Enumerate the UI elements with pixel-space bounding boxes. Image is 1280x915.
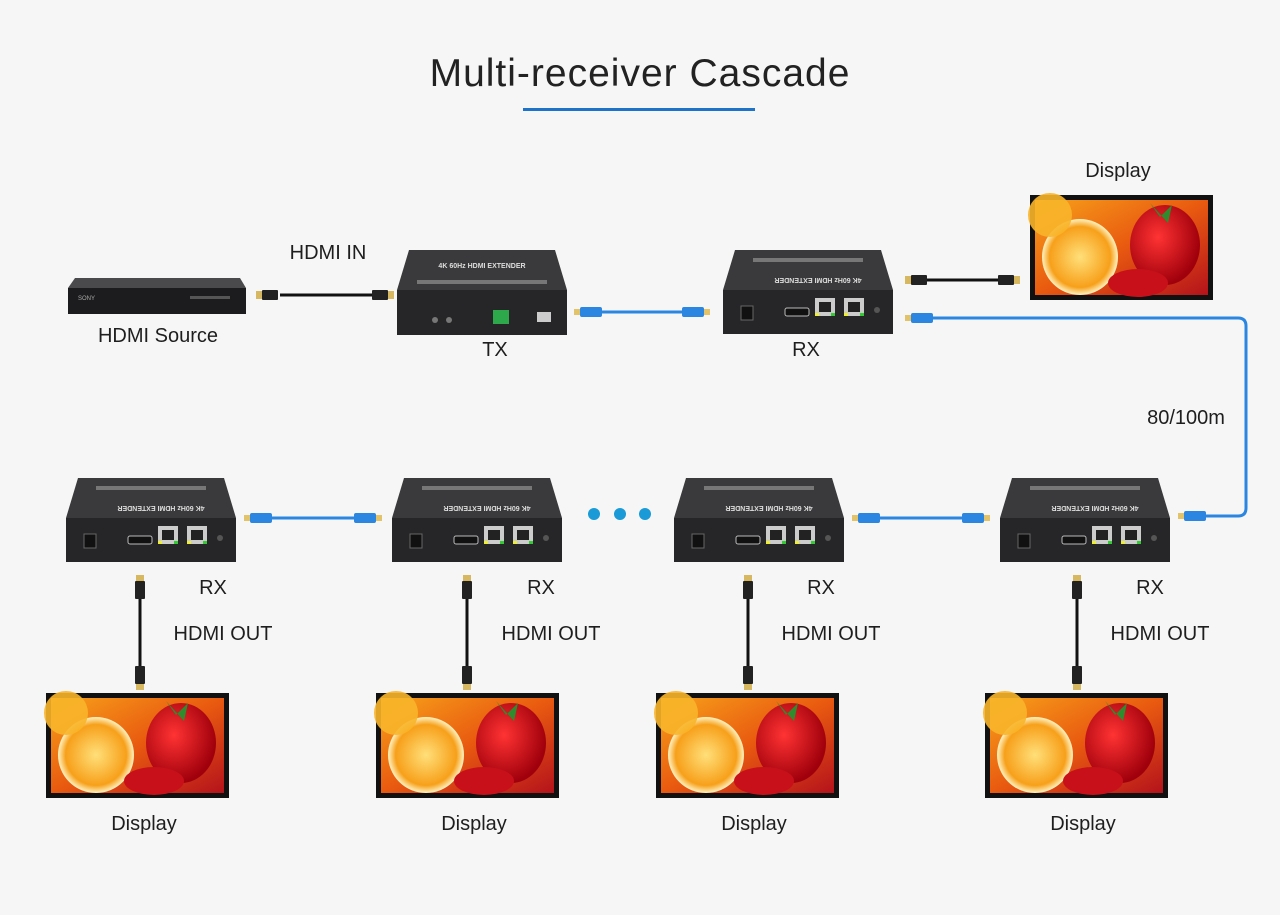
- rx-label: RX: [199, 577, 227, 599]
- hdmi-cable-icon: [743, 575, 753, 690]
- receiver-icon: [999, 477, 1171, 563]
- hdmi-out-label: HDMI OUT: [501, 623, 601, 645]
- hdmi-cable-icon: [905, 275, 1020, 285]
- receiver-icon: [673, 477, 845, 563]
- ethernet-cable-icon: [905, 313, 1248, 521]
- hdmi-cable-icon: [1072, 575, 1082, 690]
- display-label: Display: [111, 813, 177, 835]
- svg-text:SONY: SONY: [78, 296, 95, 302]
- transmitter-icon: 4K 60Hz HDMI EXTENDER: [397, 250, 567, 335]
- display-label: Display: [1050, 813, 1116, 835]
- rx-label: RX: [792, 339, 820, 361]
- rx-label: RX: [807, 577, 835, 599]
- hdmi-out-label: HDMI OUT: [781, 623, 881, 645]
- display-icon: [654, 691, 839, 798]
- display-icon: [374, 691, 559, 798]
- display-icon: [1028, 193, 1213, 300]
- receiver-icon: [722, 249, 894, 335]
- hdmi-source-label: HDMI Source: [97, 325, 219, 347]
- ethernet-cable-icon: [574, 307, 710, 317]
- ethernet-cable-icon: [244, 513, 382, 523]
- hdmi-in-label: HDMI IN: [289, 242, 367, 264]
- hdmi-cable-icon: [135, 575, 145, 690]
- display-icon: [983, 691, 1168, 798]
- receiver-icon: [65, 477, 237, 563]
- rx-label: RX: [527, 577, 555, 599]
- rx-label: RX: [1136, 577, 1164, 599]
- hdmi-cable-icon: [256, 290, 394, 300]
- tx-label: TX: [482, 339, 508, 361]
- page-title: Multi-receiver Cascade: [429, 52, 851, 95]
- blu-ray-player-icon: SONY: [68, 278, 246, 314]
- display-label: Display: [441, 813, 507, 835]
- receiver-icon: [391, 477, 563, 563]
- ethernet-cable-icon: [852, 513, 990, 523]
- display-label: Display: [721, 813, 787, 835]
- display-label: Display: [1085, 160, 1151, 182]
- title-underline: [523, 108, 755, 111]
- hdmi-cable-icon: [462, 575, 472, 690]
- hdmi-out-label: HDMI OUT: [173, 623, 273, 645]
- ellipsis-dots-icon: [588, 508, 651, 520]
- distance-label: 80/100m: [1147, 407, 1225, 429]
- hdmi-out-label: HDMI OUT: [1110, 623, 1210, 645]
- display-icon: [44, 691, 229, 798]
- svg-text:4K 60Hz HDMI EXTENDER: 4K 60Hz HDMI EXTENDER: [438, 263, 525, 270]
